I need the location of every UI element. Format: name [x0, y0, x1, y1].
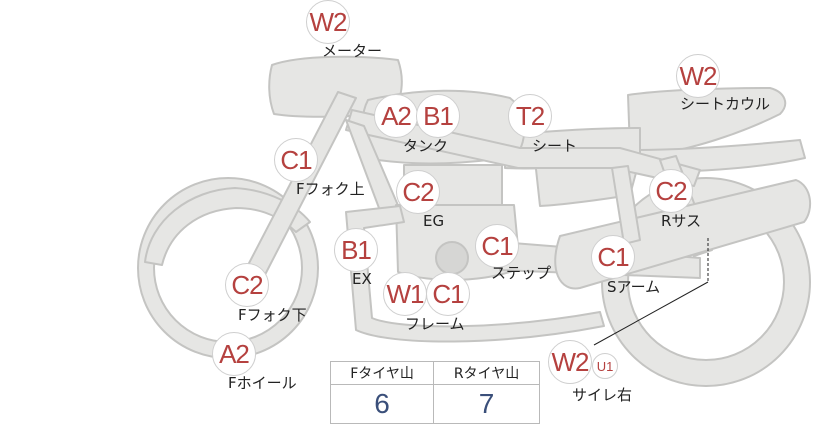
seat-cowl-label: シートカウル [680, 95, 771, 113]
tank-code-a2: A2 [374, 94, 418, 138]
engine-label: EG [423, 212, 445, 230]
meter-code-w2: W2 [306, 0, 350, 44]
front-fender [144, 187, 311, 266]
ex-code-b1: B1 [334, 228, 378, 272]
rsus-label: Rサス [661, 212, 702, 230]
engine-code-c2: C2 [396, 170, 440, 214]
rsus-code-c2: C2 [649, 169, 693, 213]
meter-label: メーター [322, 42, 383, 60]
ffork-upper-code-c1: C1 [274, 138, 318, 182]
tire-table-header-row: Fタイヤ山 Rタイヤ山 [329, 361, 540, 385]
rear-frame-brace [611, 165, 641, 245]
muffler-right-label: サイレ右 [572, 386, 633, 404]
swingarm-label: Sアーム [607, 278, 661, 296]
exhaust-pipe [345, 205, 605, 343]
muffler-right-code-u1: U1 [592, 353, 618, 379]
step-label: ステップ [491, 264, 552, 282]
ex-label: EX [352, 270, 372, 288]
frame-label: フレーム [405, 315, 465, 333]
ffork-lower-label: Fフォク下 [238, 306, 307, 324]
step-code-c1: C1 [475, 224, 519, 268]
rear-tire-value: 7 [433, 384, 540, 424]
tank-label: タンク [403, 137, 449, 155]
ffork-lower-code-c2: C2 [225, 263, 269, 307]
tank-code-b1: B1 [416, 94, 460, 138]
seat-label: シート [532, 137, 578, 155]
seat-cowl-code-w2: W2 [676, 54, 720, 98]
front-tire-header: Fタイヤ山 [329, 361, 435, 385]
engine-cover [435, 241, 469, 275]
tire-table-value-row: 6 7 [329, 384, 540, 424]
tire-tread-table: Fタイヤ山 Rタイヤ山 6 7 [329, 361, 540, 424]
muffler-leader-line [593, 281, 709, 346]
rear-tire-header: Rタイヤ山 [433, 361, 540, 385]
fwheel-code-a2: A2 [212, 332, 256, 376]
swingarm-code-c1: C1 [591, 235, 635, 279]
seat-code-t2: T2 [508, 94, 552, 138]
frame-code-w1: W1 [383, 272, 427, 316]
frame-code-c1: C1 [426, 272, 470, 316]
ffork-upper-label: Fフォク上 [296, 180, 365, 198]
front-tire-value: 6 [329, 384, 435, 424]
fwheel-label: Fホイール [228, 374, 297, 392]
muffler-right-code-w2: W2 [548, 340, 592, 384]
